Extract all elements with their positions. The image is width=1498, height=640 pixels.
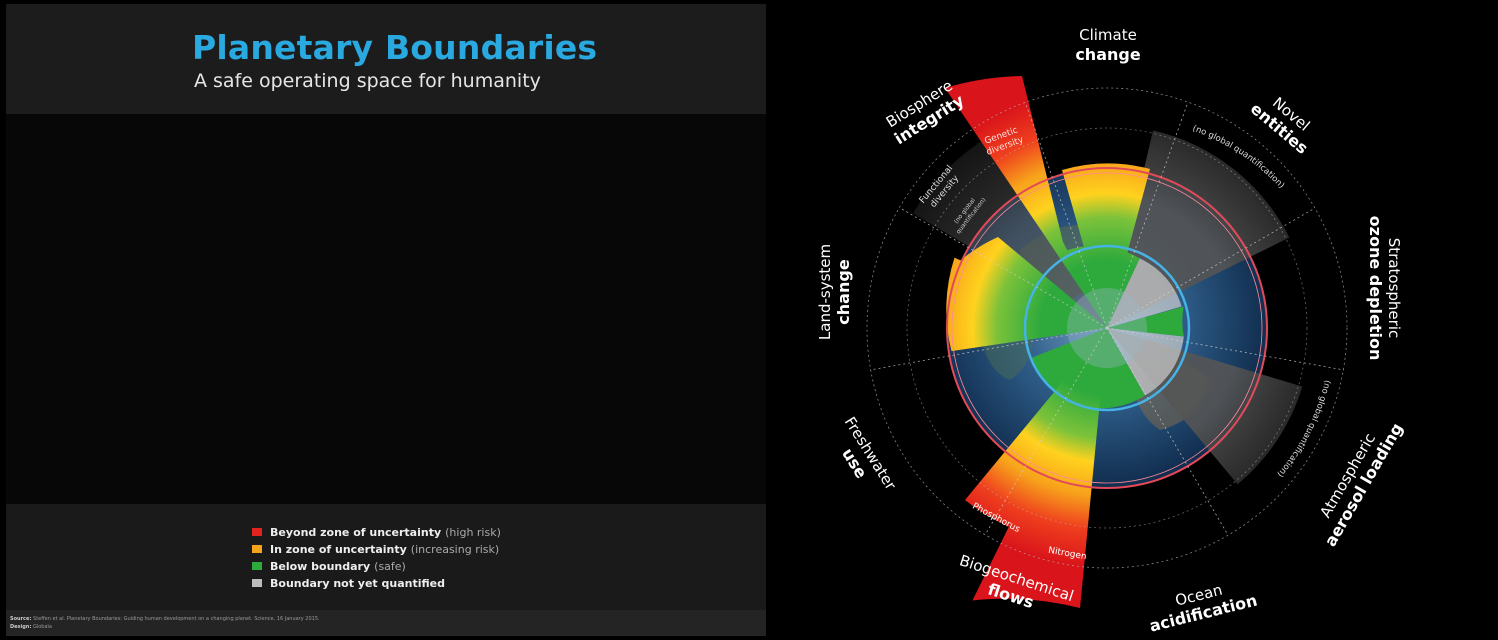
legend-note: (increasing risk) bbox=[410, 542, 500, 556]
zone-of-uncertainty-ring-inner bbox=[951, 172, 1263, 484]
sector-genetic-diversity bbox=[945, 76, 1107, 328]
sector-land-system-change bbox=[946, 257, 1107, 352]
legend-swatch-high-risk bbox=[252, 528, 262, 536]
page-title: Planetary Boundaries bbox=[192, 28, 598, 67]
legend-item-safe: Below boundary (safe) bbox=[252, 558, 406, 574]
source-label: Source: bbox=[10, 616, 32, 622]
safe-boundary-ring bbox=[1023, 244, 1191, 412]
divider bbox=[1106, 327, 1345, 371]
middle-grid-ring bbox=[906, 127, 1308, 529]
source-line: Source: Steffen et al. Planetary Boundar… bbox=[10, 616, 320, 622]
sector-dividers bbox=[869, 101, 1345, 536]
label-novel-entities: Novel entities bbox=[1247, 94, 1314, 158]
label-landsystem-line1: Land-system bbox=[816, 244, 834, 340]
legend-label: In zone of uncertainty bbox=[270, 542, 407, 556]
legend: Beyond zone of uncertainty (high risk) I… bbox=[6, 504, 766, 610]
label-climate-line1: Climate bbox=[1079, 26, 1137, 44]
design-label: Design: bbox=[10, 624, 32, 630]
legend-item-not-quantified: Boundary not yet quantified bbox=[252, 575, 449, 591]
label-landsystem-line2: change bbox=[834, 259, 853, 325]
sector-functional-diversity-not-quantified bbox=[912, 136, 1107, 328]
label-climate-line2: change bbox=[1075, 45, 1141, 64]
sector-novel-inner bbox=[1107, 258, 1182, 328]
legend-swatch-not-quantified bbox=[252, 579, 262, 587]
divider bbox=[1106, 101, 1189, 329]
sector-aerosol-inner bbox=[1107, 328, 1184, 396]
legend-label: Below boundary bbox=[270, 559, 371, 573]
label-ozone-line1: Stratospheric bbox=[1385, 238, 1403, 338]
design-text: Globaïa bbox=[32, 624, 52, 630]
label-ozone: Stratospheric ozone depletion bbox=[1366, 216, 1403, 361]
zone-of-uncertainty-ring bbox=[946, 167, 1268, 489]
header: Planetary Boundaries A safe operating sp… bbox=[6, 4, 766, 114]
design-line: Design: Globaïa bbox=[10, 624, 52, 630]
outer-grid-ring bbox=[866, 87, 1348, 569]
label-freshwater: Freshwater use bbox=[838, 414, 900, 494]
divider bbox=[869, 327, 1108, 371]
legend-item-high-risk: Beyond zone of uncertainty (high risk) bbox=[252, 524, 501, 540]
legend-note: (safe) bbox=[374, 559, 406, 573]
legend-label: Boundary not yet quantified bbox=[270, 576, 445, 590]
label-land-system: Land-system change bbox=[816, 244, 853, 340]
legend-note: (high risk) bbox=[445, 525, 501, 539]
source-text: Steffen et al. Planetary Boundaries: Gui… bbox=[33, 616, 320, 622]
label-aerosol: Atmospheric aerosol loading bbox=[1316, 420, 1406, 550]
legend-swatch-safe bbox=[252, 562, 262, 570]
divider bbox=[984, 327, 1108, 536]
source-footer: Source: Steffen et al. Planetary Boundar… bbox=[6, 610, 766, 636]
divider bbox=[1024, 101, 1108, 329]
legend-label: Beyond zone of uncertainty bbox=[270, 525, 442, 539]
divider bbox=[1106, 207, 1316, 329]
sector-ozone-inner-safe bbox=[1107, 306, 1184, 337]
planetary-boundaries-diagram: Climate change Novel entities Stratosphe… bbox=[816, 26, 1407, 636]
legend-item-uncertainty: In zone of uncertainty (increasing risk) bbox=[252, 541, 499, 557]
label-ozone-line2: ozone depletion bbox=[1366, 216, 1385, 361]
page-subtitle: A safe operating space for humanity bbox=[194, 70, 541, 92]
legend-swatch-uncertainty bbox=[252, 545, 262, 553]
sector-phosphorus bbox=[965, 328, 1107, 540]
left-panel: Planetary Boundaries A safe operating sp… bbox=[6, 4, 766, 636]
sector-land-system-inner bbox=[955, 237, 1107, 328]
label-ocean: Ocean acidification bbox=[1147, 581, 1259, 636]
